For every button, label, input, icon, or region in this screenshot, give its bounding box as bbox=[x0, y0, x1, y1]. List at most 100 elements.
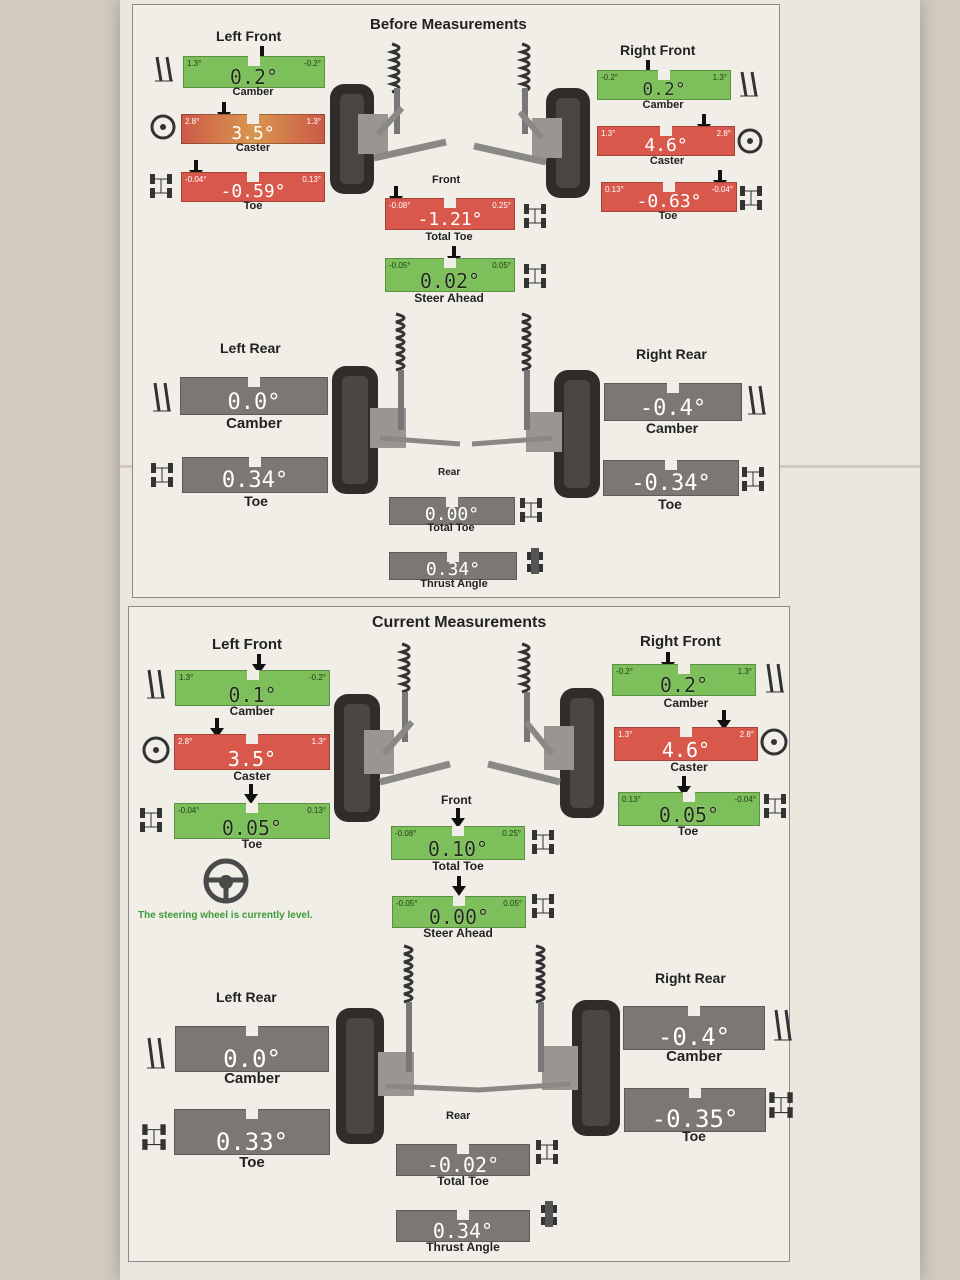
current-right-rear-title: Right Rear bbox=[655, 970, 726, 986]
current-right-front-caster-value: 4.6° bbox=[661, 738, 711, 762]
current-right-front-title: Right Front bbox=[640, 633, 721, 650]
current-rear-total-toe-label: Total Toe bbox=[437, 1174, 489, 1188]
gauge-target-notch bbox=[680, 727, 692, 737]
before-left-rear-camber-gauge: 0.0° bbox=[180, 377, 328, 415]
gauge-target-notch bbox=[660, 126, 672, 136]
gauge-target-notch bbox=[678, 664, 690, 674]
before-front-label: Front bbox=[432, 174, 461, 186]
before-left-front-camber-gauge: 1.3° -0.2° 0.2° bbox=[183, 56, 325, 88]
before-rear-label: Rear bbox=[438, 467, 461, 478]
before-thrust-angle-label: Thrust Angle bbox=[420, 578, 488, 590]
before-right-rear-title: Right Rear bbox=[636, 346, 707, 362]
steering-level-note: The steering wheel is currently level. bbox=[138, 910, 313, 921]
caster-wheel-icon bbox=[737, 128, 763, 154]
current-right-rear-camber-gauge: -0.4° bbox=[623, 1006, 765, 1050]
before-left-rear-camber-value: 0.0° bbox=[227, 390, 281, 415]
before-right-front-toe-label: Toe bbox=[658, 210, 678, 222]
current-total-toe-gauge: -0.08° 0.25° 0.10° bbox=[391, 826, 525, 860]
current-left-front-toe-value: 0.05° bbox=[221, 816, 283, 840]
before-total-toe-value: -1.21° bbox=[417, 209, 483, 230]
current-left-rear-camber-value: 0.0° bbox=[223, 1045, 281, 1073]
current-rear-total-toe-value: -0.02° bbox=[426, 1153, 500, 1177]
gauge-target-notch bbox=[447, 552, 459, 562]
gauge-target-notch bbox=[665, 460, 677, 470]
current-steer-ahead-gauge: -0.05° 0.05° 0.00° bbox=[392, 896, 526, 928]
before-right-front-title: Right Front bbox=[620, 42, 696, 58]
gauge-target-notch bbox=[453, 896, 465, 906]
toe-wheel-icon bbox=[140, 808, 162, 832]
front-suspension-left-icon bbox=[330, 42, 447, 194]
before-rear-total-toe-value: 0.00° bbox=[424, 504, 480, 525]
gauge-target-notch bbox=[667, 383, 679, 393]
thrust-angle-icon bbox=[541, 1201, 557, 1227]
current-left-front-caster-label: Caster bbox=[233, 769, 271, 783]
before-left-front-toe-label: Toe bbox=[243, 200, 263, 212]
before-right-rear-camber-label: Camber bbox=[645, 420, 699, 436]
current-left-front-toe-label: Toe bbox=[241, 837, 263, 851]
gauge-target-notch bbox=[663, 182, 675, 192]
current-right-rear-camber-value: -0.4° bbox=[657, 1023, 731, 1051]
before-left-front-camber-value: 0.2° bbox=[229, 65, 279, 89]
before-right-front-camber-value: 0.2° bbox=[642, 79, 686, 100]
before-right-rear-camber-value: -0.4° bbox=[639, 396, 707, 421]
toe-wheel-icon bbox=[740, 186, 762, 210]
rear-suspension-left-icon bbox=[336, 944, 481, 1144]
gauge-target-notch bbox=[248, 56, 260, 66]
thrust-angle-icon bbox=[527, 548, 543, 574]
before-steer-ahead-value: 0.02° bbox=[419, 269, 481, 293]
current-thrust-angle-gauge: 0.34° bbox=[396, 1210, 530, 1242]
current-left-rear-camber-label: Camber bbox=[224, 1070, 280, 1087]
gauge-target-notch bbox=[457, 1210, 469, 1220]
before-left-front-title: Left Front bbox=[216, 28, 282, 44]
current-right-front-toe-marker bbox=[677, 776, 691, 796]
current-total-toe-marker bbox=[451, 808, 465, 828]
toe-wheel-icon bbox=[769, 1092, 793, 1118]
before-left-front-toe-value: -0.59° bbox=[220, 181, 286, 202]
before-total-toe-label: Total Toe bbox=[425, 231, 473, 243]
current-left-front-camber-value: 0.1° bbox=[228, 683, 277, 707]
before-left-rear-toe-label: Toe bbox=[244, 493, 268, 509]
current-left-front-camber-label: Camber bbox=[229, 704, 275, 718]
current-total-toe-value: 0.10° bbox=[427, 837, 489, 861]
current-left-rear-title: Left Rear bbox=[216, 989, 277, 1005]
before-thrust-angle-gauge: 0.34° bbox=[389, 552, 517, 580]
current-left-front-camber-gauge: 1.3° -0.2° 0.1° bbox=[175, 670, 330, 706]
gauge-target-notch bbox=[246, 1026, 258, 1036]
gauge-target-notch bbox=[444, 258, 456, 268]
gauge-target-notch bbox=[689, 1088, 701, 1098]
current-left-front-toe-gauge: -0.04° 0.13° 0.05° bbox=[174, 803, 330, 839]
current-right-front-camber-label: Camber bbox=[663, 696, 709, 710]
before-left-front-caster-value: 3.5° bbox=[231, 123, 275, 144]
before-rear-total-toe-label: Total Toe bbox=[427, 522, 475, 534]
toe-wheel-icon bbox=[532, 894, 554, 918]
camber-wheel-icon bbox=[155, 56, 173, 82]
toe-wheel-icon bbox=[150, 174, 172, 198]
gauge-target-notch bbox=[452, 826, 464, 836]
before-left-rear-camber-label: Camber bbox=[226, 415, 282, 432]
before-total-toe-gauge: -0.08° 0.25° -1.21° bbox=[385, 198, 515, 230]
current-left-front-title: Left Front bbox=[212, 636, 282, 653]
current-total-toe-label: Total Toe bbox=[432, 859, 484, 873]
front-suspension-left-icon bbox=[334, 642, 451, 822]
camber-wheel-icon bbox=[147, 1037, 165, 1069]
current-right-rear-camber-label: Camber bbox=[666, 1048, 722, 1065]
gauge-target-notch bbox=[247, 172, 259, 182]
current-right-front-camber-value: 0.2° bbox=[659, 673, 709, 697]
rear-suspension-right-icon bbox=[471, 312, 600, 498]
toe-wheel-icon bbox=[142, 1124, 166, 1150]
before-right-rear-toe-gauge: -0.34° bbox=[603, 460, 739, 496]
gauge-target-notch bbox=[683, 792, 695, 802]
current-left-front-caster-value: 3.5° bbox=[227, 747, 277, 771]
before-right-front-caster-gauge: 1.3° 2.8° 4.6° bbox=[597, 126, 735, 156]
current-thrust-angle-label: Thrust Angle bbox=[426, 1240, 500, 1254]
gauge-target-notch bbox=[446, 497, 458, 507]
current-right-front-toe-label: Toe bbox=[677, 824, 699, 838]
current-right-front-toe-value: 0.05° bbox=[658, 803, 720, 827]
camber-wheel-icon bbox=[774, 1009, 792, 1041]
current-title: Current Measurements bbox=[372, 614, 547, 631]
current-right-rear-toe-value: -0.35° bbox=[651, 1105, 739, 1133]
current-thrust-angle-value: 0.34° bbox=[432, 1219, 494, 1243]
before-rear-total-toe-gauge: 0.00° bbox=[389, 497, 515, 525]
before-left-front-camber-label: Camber bbox=[232, 86, 274, 98]
before-right-rear-camber-gauge: -0.4° bbox=[604, 383, 742, 421]
